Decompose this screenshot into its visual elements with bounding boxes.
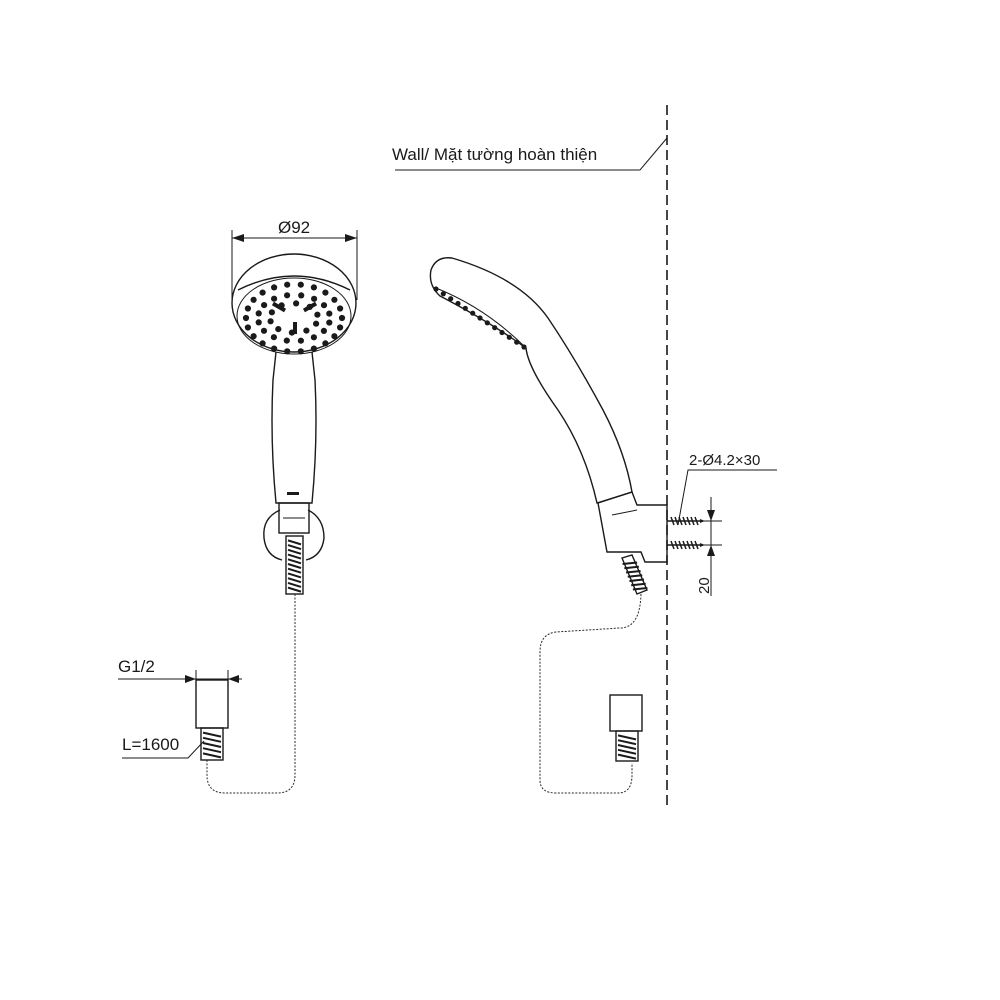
screw-spec-label: 2-Ø4.2×30 <box>689 452 760 469</box>
thread-dimension-line <box>118 670 242 686</box>
front-view: Ø92 <box>118 218 358 794</box>
side-view: 2-Ø4.2×30 20 <box>429 257 777 794</box>
shower-handle-front <box>271 351 317 504</box>
mounting-screws <box>667 516 705 550</box>
shower-head-side <box>429 257 633 504</box>
screw-spec-leader <box>677 469 777 526</box>
screw-spacing-label: 20 <box>696 577 713 594</box>
hose-length-label: L=1600 <box>122 735 179 754</box>
hose-length-leader <box>122 740 205 759</box>
wall-bracket-side <box>597 491 668 563</box>
screw-spacing-dimension <box>697 497 722 596</box>
hose-connector-side <box>609 694 643 762</box>
wall-label-leader <box>395 137 668 171</box>
wall-bracket-front <box>263 502 325 561</box>
hose-side <box>539 593 642 794</box>
hose-front <box>206 594 296 794</box>
shower-head-front <box>231 253 357 355</box>
hose-coil-side <box>621 554 648 595</box>
hose-coil-front <box>285 535 304 595</box>
wall-label: Wall/ Mặt tường hoàn thiện <box>392 145 597 164</box>
diameter-label: Ø92 <box>278 218 310 237</box>
diameter-dimension-line <box>231 230 358 300</box>
thread-label: G1/2 <box>118 657 155 676</box>
hose-connector-front <box>195 679 229 761</box>
